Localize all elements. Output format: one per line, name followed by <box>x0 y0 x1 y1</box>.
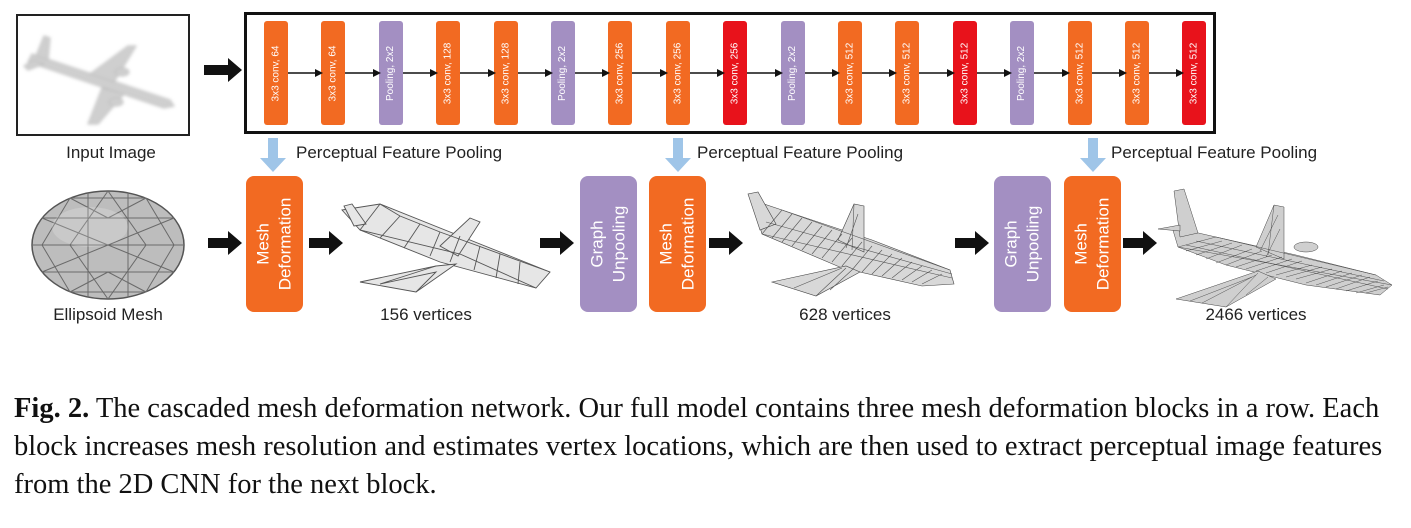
cnn-layer-15: 3x3 conv, 512 <box>1068 21 1092 125</box>
cnn-layer-11: 3x3 conv, 512 <box>838 21 862 125</box>
graph-unpooling-block-2: Graph Unpooling <box>994 176 1051 312</box>
mesh-deformation-block-2: Mesh Deformation <box>649 176 706 312</box>
cnn-layer-8: 3x3 conv, 256 <box>666 21 690 125</box>
airplane-mesh-2466 <box>1157 188 1393 308</box>
ellipsoid-label: Ellipsoid Mesh <box>53 305 163 324</box>
cnn-layer-2: 3x3 conv, 64 <box>321 21 345 125</box>
cnn-layer-3: Pooling, 2x2 <box>379 21 403 125</box>
cnn-layer-9: 3x3 conv, 256 <box>723 21 747 125</box>
cnn-layer-7: 3x3 conv, 256 <box>608 21 632 125</box>
airplane-photo <box>23 35 175 125</box>
mesh-label-1: 156 vertices <box>380 305 472 324</box>
arrow-mesh1-to-unpool1 <box>540 231 574 255</box>
airplane-mesh-156 <box>341 203 551 293</box>
airplane-mesh-628 <box>747 191 955 297</box>
mesh-label-3: 2466 vertices <box>1205 305 1307 324</box>
cnn-layer-12: 3x3 conv, 512 <box>895 21 919 125</box>
pooling-arrows <box>260 138 1106 172</box>
cnn-layer-4: 3x3 conv, 128 <box>436 21 460 125</box>
mesh-deformation-block-3: Mesh Deformation <box>1064 176 1121 312</box>
cnn-layer-17: 3x3 conv, 512 <box>1182 21 1206 125</box>
pooling-arrow-3 <box>1080 138 1106 172</box>
arrow-deform3-to-mesh3 <box>1123 231 1157 255</box>
pooling-label-1: Perceptual Feature Pooling <box>296 143 503 162</box>
pooling-arrow-1 <box>260 138 286 172</box>
cnn-layer-5: 3x3 conv, 128 <box>494 21 518 125</box>
pooling-label-3: Perceptual Feature Pooling <box>1111 143 1318 162</box>
arrow-deform1-to-mesh1 <box>309 231 343 255</box>
cnn-layer-14: Pooling, 2x2 <box>1010 21 1034 125</box>
mesh-deformation-block-1: Mesh Deformation <box>246 176 303 312</box>
arrow-deform2-to-mesh2 <box>709 231 743 255</box>
ellipsoid-mesh <box>31 190 185 300</box>
cnn-layer-16: 3x3 conv, 512 <box>1125 21 1149 125</box>
pooling-arrow-2 <box>665 138 691 172</box>
arrow-mesh2-to-unpool2 <box>955 231 989 255</box>
input-image-label: Input Image <box>66 143 156 162</box>
cnn-layer-13: 3x3 conv, 512 <box>953 21 977 125</box>
big-arrows <box>204 58 1157 255</box>
pooling-label-2: Perceptual Feature Pooling <box>697 143 904 162</box>
cnn-layer-1: 3x3 conv, 64 <box>264 21 288 125</box>
caption-text: The cascaded mesh deformation network. O… <box>14 393 1383 500</box>
input-image <box>16 14 190 136</box>
cnn-layer-6: Pooling, 2x2 <box>551 21 575 125</box>
mesh-label-2: 628 vertices <box>799 305 891 324</box>
arrow-ellipsoid-to-deform1 <box>208 231 242 255</box>
cnn-layer-10: Pooling, 2x2 <box>781 21 805 125</box>
arrow-input-to-cnn <box>204 58 242 82</box>
figure-caption: Fig. 2. The cascaded mesh deformation ne… <box>14 390 1398 504</box>
caption-prefix: Fig. 2. <box>14 393 90 424</box>
graph-unpooling-block-1: Graph Unpooling <box>580 176 637 312</box>
